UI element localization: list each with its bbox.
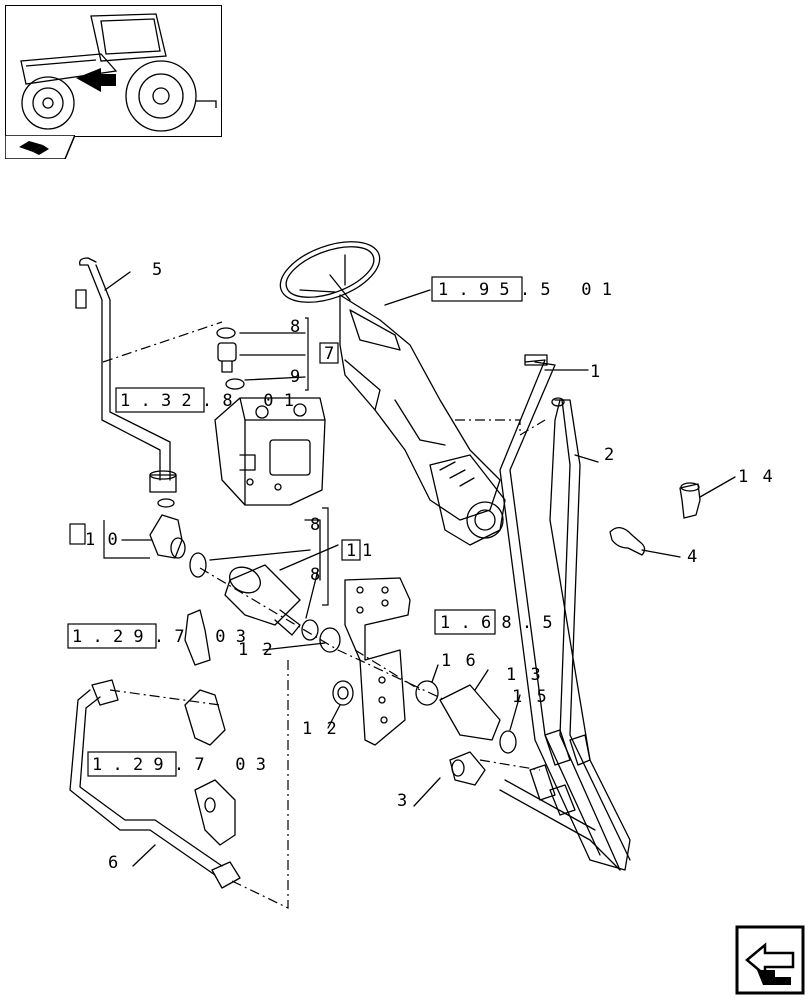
- pump-block: [214, 397, 326, 506]
- callout-15: 1 5: [512, 687, 549, 707]
- reference-1-29-7-03-lower[interactable]: 1 . 2 9 . 7 0 3: [92, 755, 266, 775]
- reference-1-68-5[interactable]: 1 . 6 8 . 5: [440, 613, 553, 633]
- callout-8b: 8: [310, 515, 320, 535]
- callout-8a: 8: [290, 317, 300, 337]
- pipe-6: [69, 679, 241, 889]
- callout-6: 6: [108, 853, 118, 873]
- callout-1: 1: [590, 362, 600, 382]
- solenoid-valve: [224, 564, 341, 653]
- callout-5: 5: [152, 260, 162, 280]
- reference-1-32-8-01[interactable]: 1 . 3 2 . 8 0 1: [120, 391, 294, 411]
- callout-4: 4: [687, 547, 697, 567]
- reference-1-29-7-03-upper[interactable]: 1 . 2 9 . 7 0 3: [72, 627, 246, 647]
- callout-3: 3: [397, 791, 407, 811]
- steering-column: [279, 241, 506, 546]
- callout-12a: 1 2: [238, 640, 275, 660]
- arrow-left-icon: [745, 942, 795, 985]
- callout-16: 1 6: [441, 651, 478, 671]
- hoses-1-2: [499, 354, 631, 871]
- callout-12b: 1 2: [302, 719, 339, 739]
- callout-14: 1 4: [738, 467, 775, 487]
- callout-8c: 8: [310, 565, 320, 585]
- callout-11b: 1: [362, 541, 372, 561]
- callout-10: 1 0: [85, 530, 119, 550]
- callout-11: 1: [346, 541, 356, 561]
- section-tab[interactable]: [4, 134, 77, 160]
- callout-2: 2: [604, 445, 614, 465]
- mounting-bracket: [344, 577, 411, 746]
- reference-1-95-5-01[interactable]: 1 . 9 5 . 5 0 1: [438, 280, 612, 300]
- tractor-thumbnail: [5, 5, 222, 137]
- callout-9: 9: [290, 367, 300, 387]
- callout-7: 7: [324, 344, 334, 364]
- callout-13: 1 3: [506, 665, 543, 685]
- pipe-5: [75, 257, 177, 493]
- next-page-button[interactable]: [735, 925, 805, 995]
- book-icon: [19, 141, 49, 155]
